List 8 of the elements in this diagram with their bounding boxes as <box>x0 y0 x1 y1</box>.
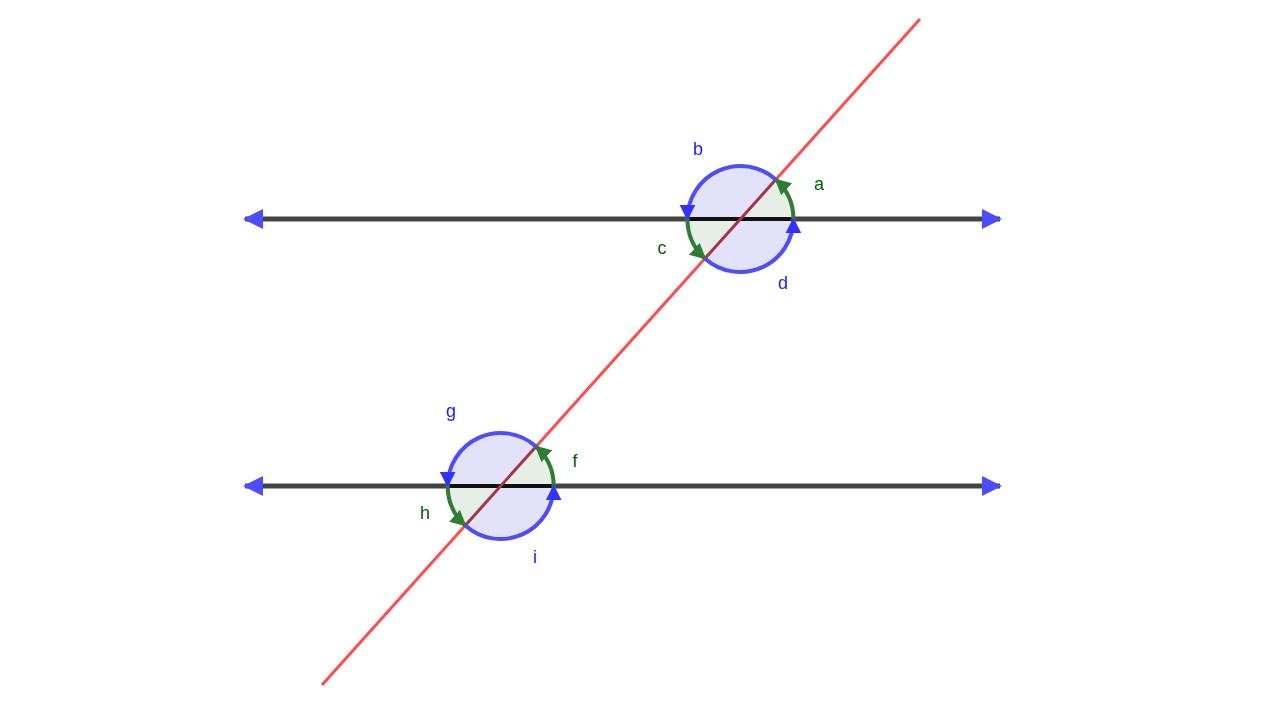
angle-label: f <box>572 451 578 471</box>
angle-label: d <box>778 273 788 293</box>
angle-label: b <box>693 139 703 159</box>
angle-label: i <box>533 547 537 567</box>
angle-label: a <box>814 174 824 194</box>
angle-label: g <box>446 401 456 421</box>
angle-label: h <box>420 503 430 523</box>
angle-label: c <box>657 238 667 258</box>
